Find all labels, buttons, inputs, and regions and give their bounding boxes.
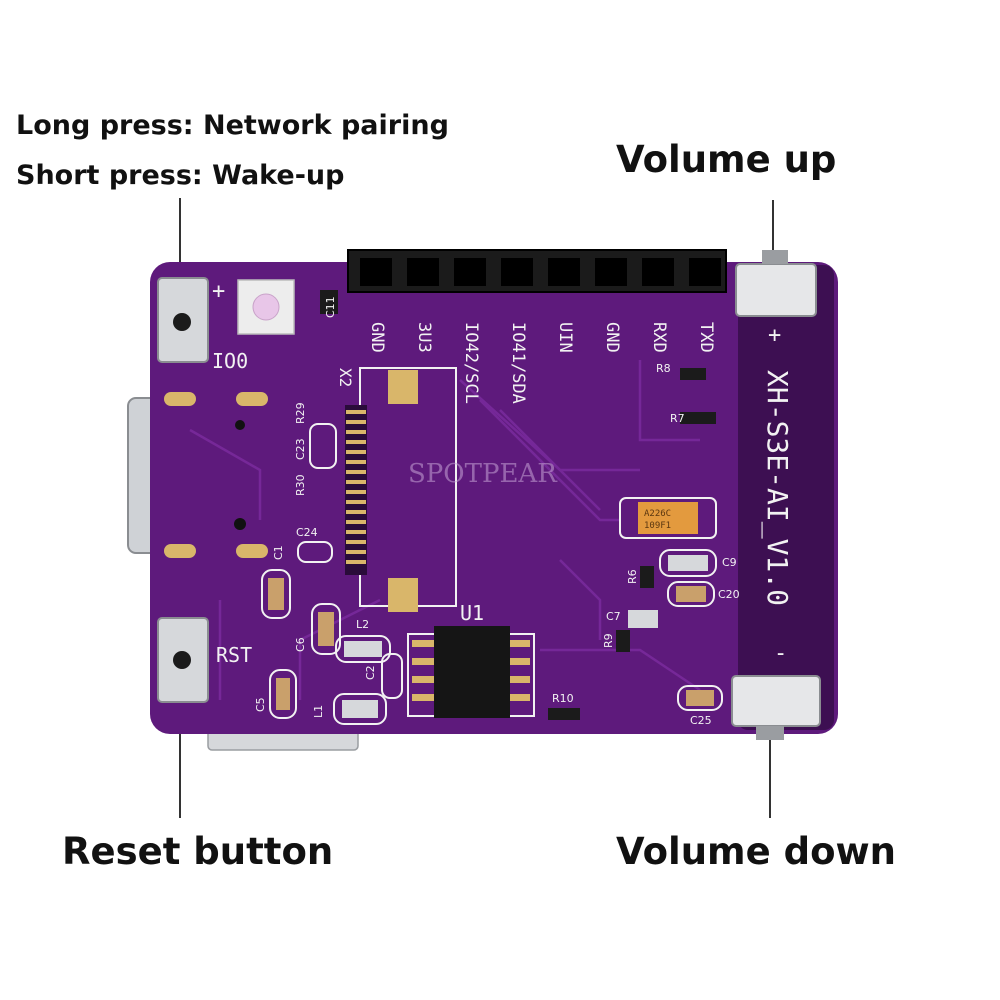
- ref-c7: C7: [606, 610, 621, 623]
- tantalum-capacitor: [638, 502, 698, 534]
- rst-label: RST: [216, 643, 252, 667]
- passive-components: [261, 290, 723, 725]
- ref-c24: C24: [296, 526, 318, 539]
- short-press-label: Short press: Wake-up: [16, 160, 345, 191]
- pin-label-txd: TXD: [696, 322, 716, 353]
- watermark: SPOTPEAR: [408, 459, 558, 489]
- volume-up-button[interactable]: [735, 263, 817, 317]
- volume-up-button-actuator[interactable]: [762, 250, 788, 264]
- ref-c20: C20: [718, 588, 740, 601]
- ref-r8: R8: [656, 362, 671, 375]
- pin-label-rxd: RXD: [649, 322, 669, 353]
- volume-up-label: Volume up: [616, 138, 837, 181]
- ref-c9: C9: [722, 556, 737, 569]
- tantalum-capacitor-outline: [619, 497, 717, 539]
- minus-right-label: -: [774, 641, 787, 666]
- ref-c11: C11: [324, 296, 337, 318]
- plus-left-label: +: [212, 279, 225, 304]
- pin-label-io41-sda: IO41/SDA: [508, 322, 528, 404]
- long-press-label: Long press: Network pairing: [16, 110, 449, 141]
- mounting-hole-2: [234, 518, 246, 530]
- x2-pins: [346, 410, 366, 564]
- reset-button-cap[interactable]: [173, 651, 191, 669]
- pin-label-io42-scl: IO42/SCL: [461, 322, 481, 404]
- pin-header-holes: [360, 258, 721, 286]
- pcb-traces: [189, 360, 701, 700]
- ref-l2: L2: [356, 618, 369, 631]
- ref-c1: C1: [272, 545, 285, 560]
- u1-label: U1: [460, 601, 484, 625]
- board-model-label: XH-S3E-AI_V1.0: [760, 370, 794, 606]
- u1-pins: [412, 640, 530, 701]
- volume-down-button[interactable]: [731, 675, 821, 727]
- u1-chip: [434, 626, 510, 718]
- gold-pads: [164, 392, 268, 558]
- ref-c6: C6: [294, 637, 307, 652]
- ref-c23: C23: [294, 438, 307, 460]
- pin-label-gnd-2: GND: [602, 322, 622, 353]
- ref-c5: C5: [254, 697, 267, 712]
- pin-label-uin: UIN: [555, 322, 575, 353]
- pin-label-3u3: 3U3: [414, 322, 434, 353]
- ref-r10: R10: [552, 692, 574, 705]
- ref-l1: L1: [312, 705, 325, 718]
- x2-label: X2: [336, 368, 355, 387]
- pcb-display-strip: [738, 265, 834, 730]
- tantalum-marking-1: A226C: [644, 509, 671, 519]
- ref-r9: R9: [602, 633, 615, 648]
- tantalum-marking-2: 109F1: [644, 521, 671, 531]
- ref-r6: R6: [626, 569, 639, 584]
- ref-r30: R30: [294, 474, 307, 496]
- x2-pad-top: [388, 370, 418, 404]
- io0-button-cap[interactable]: [173, 313, 191, 331]
- plus-right-label: +: [768, 323, 781, 348]
- ref-c25: C25: [690, 714, 712, 727]
- pin-label-gnd-1: GND: [367, 322, 387, 353]
- volume-down-button-actuator[interactable]: [756, 726, 784, 740]
- x2-pad-bottom: [388, 578, 418, 612]
- io0-label: IO0: [212, 349, 248, 373]
- ref-c2: C2: [364, 665, 377, 680]
- ref-r7: R7: [670, 412, 685, 425]
- rgb-led-lens: [252, 293, 280, 321]
- volume-down-label: Volume down: [616, 830, 897, 873]
- mounting-hole-1: [235, 420, 245, 430]
- reset-button-label: Reset button: [62, 830, 334, 873]
- ref-r29: R29: [294, 402, 307, 424]
